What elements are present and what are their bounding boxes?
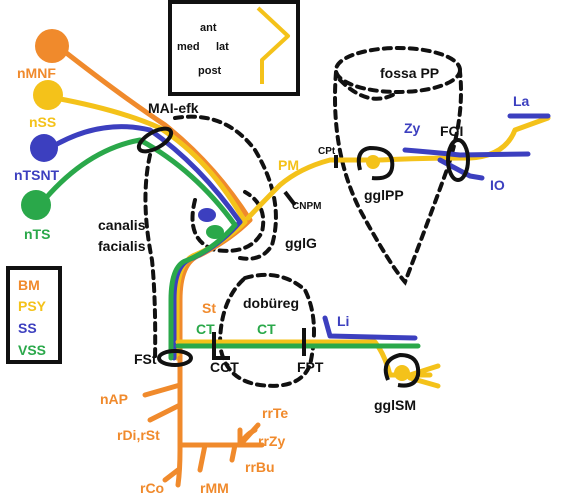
legend: BM PSY SS VSS [6,266,62,364]
foi-ring [446,138,470,182]
fossa-pp-cone-outline [333,70,463,286]
mai-efk-ring [136,126,174,154]
branch-labels: nAP rDi,rSt rrTe rrZy rrBu rCo rMM [100,391,288,496]
dobureg-outline [217,272,316,388]
orientation-post: post [198,65,222,77]
nucleus-labels: nMNF nSS nTSNT nTS [14,65,60,242]
legend-psy: PSY [18,298,47,314]
nss-nucleus [33,80,63,110]
label-rrzy: rrZy [258,433,285,449]
orientation-yellow-marker [256,6,290,84]
ct-yellow [175,339,433,378]
nuclei [21,29,69,220]
orientation-lat: lat [216,41,229,53]
label-rrbu: rrBu [245,459,275,475]
label-st: St [202,300,216,316]
label-cnpm: CNPM [292,201,321,212]
label-facialis: facialis [98,238,146,254]
ganglion-blobs [198,155,410,381]
fossa-pp-top-outline [334,46,462,94]
label-mai-efk: MAI-efk [148,100,199,116]
rrte-branch [237,422,261,448]
label-dobureg: dobüreg [243,295,299,311]
gglg-outline [190,190,266,253]
label-nss: nSS [29,114,56,130]
gglg-blob-green [206,225,224,239]
legend-ss: SS [18,320,37,336]
label-pm: PM [278,157,299,173]
label-nts: nTS [24,226,50,242]
label-ntsnt: nTSNT [14,167,60,183]
ganglia [136,126,470,388]
label-la: La [513,93,530,109]
label-ct1: CT [196,321,215,337]
fst-ring [157,349,193,367]
gglsm-loop [383,352,421,388]
label-fpt: FPT [297,359,324,375]
zy-branch [402,147,531,158]
rrbu-branch [229,442,238,463]
vss-fibre [37,137,238,361]
orientation-ant: ant [200,22,217,34]
label-nap: nAP [100,391,128,407]
gglg-blob-blue [198,208,216,222]
label-canalis: canalis [98,217,146,233]
label-rrte: rrTe [262,405,288,421]
fossa-pp-inner-outline [338,78,400,101]
label-zy: Zy [404,120,421,136]
label-gglsm: gglSM [374,397,416,413]
lower-facial-trunk [175,355,183,488]
nerve-fibres [37,45,551,488]
cnpm-marker [283,190,297,207]
legend-frame [6,266,62,364]
label-gglpp: gglPP [364,187,404,203]
label-rco: rCo [140,480,164,496]
label-foi: FOI [440,123,463,139]
orientation-box: ant med lat post [168,0,300,96]
label-nmnf: nMNF [17,65,56,81]
legend-bm: BM [18,277,40,293]
rco-branch [162,467,181,483]
io-branch [437,157,485,181]
label-fst: FSt [134,351,157,367]
li-blue [322,315,418,341]
label-fossa-pp: fossa PP [380,65,439,81]
label-rmm: rMM [200,480,229,496]
gglpp-loop [356,145,395,181]
orientation-med: med [177,41,200,53]
nap-branch [142,382,183,398]
label-gglg: gglG [285,235,317,251]
ntsnt-nucleus [30,134,58,162]
nts-nucleus [21,190,51,220]
structure-labels: MAI-efk canalis facialis fossa PP PM CPt… [98,65,530,413]
gglsm-blob [394,365,410,381]
legend-vss: VSS [18,342,46,358]
gglpp-blob [366,155,380,169]
nmnf-nucleus [35,29,69,63]
canalis-facialis-outline [143,153,158,362]
label-rdi-rst: rDi,rSt [117,427,160,443]
label-io: IO [490,177,505,193]
label-cpt: CPt [318,146,336,157]
cct-marker [212,332,230,360]
label-li: Li [337,313,349,329]
label-cct: CCT [210,359,239,375]
rdi-branch [147,402,183,423]
label-ct2: CT [257,321,276,337]
rmm-branch [197,442,208,473]
